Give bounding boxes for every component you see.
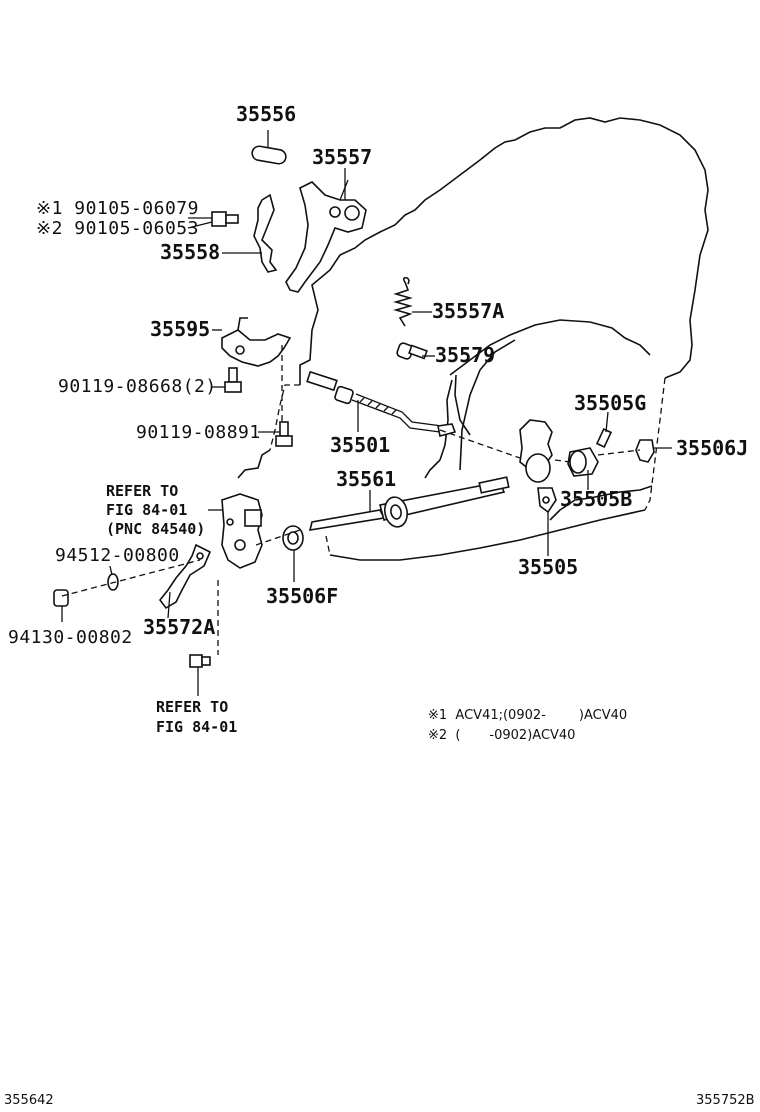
part-35506J-clip-shape [635, 439, 655, 463]
part-35505G-pin-shape [595, 427, 613, 449]
part-90119-08891-bolt-shape [275, 421, 293, 447]
part-90119-08668-bolt-shape [224, 367, 242, 393]
part-35501-rod-shape [306, 370, 457, 437]
label-35595: 35595 [150, 317, 210, 341]
refer-to-pnc-label: (PNC 84540) [106, 520, 205, 538]
applicability-note-1: ※1 ACV41;(0902- )ACV40 [428, 708, 627, 723]
label-90119-08891: 90119-08891 [136, 422, 261, 443]
part-35506F-seal-shape [282, 525, 304, 551]
refer-to-label-2: REFER TO [156, 698, 228, 716]
label-35505B: 35505B [560, 487, 632, 511]
part-90105-bolt-shape [211, 211, 239, 227]
label-90119-08668: 90119-08668(2) [58, 376, 217, 397]
refer-to-label-1: REFER TO [106, 482, 178, 500]
part-35556-pin-shape [251, 145, 287, 165]
label-94130-00802: 94130-00802 [8, 627, 133, 648]
part-94130-00802-nut-shape [53, 589, 69, 607]
part-35505-lever-shape [519, 419, 557, 514]
part-35505B-sleeve-shape [567, 447, 599, 477]
transmission-case-outline [237, 117, 709, 561]
part-35561-shaft-shape [308, 476, 510, 531]
label-35561: 35561 [336, 467, 396, 491]
label-35557A: 35557A [432, 299, 504, 323]
part-94512-00800-washer-shape [107, 573, 119, 591]
refer-to-fig-label-1: FIG 84-01 [106, 501, 187, 519]
label-35501: 35501 [330, 433, 390, 457]
part-35579-bolt-shape [396, 342, 428, 360]
part-35595-bracket-shape [221, 317, 292, 367]
label-35557: 35557 [312, 145, 372, 169]
part-35557-lever-shape [285, 179, 367, 293]
leader-lines [61, 130, 672, 696]
part-35558-spring-shape [253, 193, 278, 273]
refer-to-fig-label-2: FIG 84-01 [156, 718, 237, 736]
label-35506J: 35506J [676, 436, 748, 460]
neutral-switch-shape [221, 493, 263, 569]
label-35505: 35505 [518, 555, 578, 579]
applicability-note-2: ※2 ( -0902)ACV40 [428, 728, 575, 743]
assembly-dash-lines [61, 345, 641, 655]
label-90105-06079: ※1 90105-06079 [36, 198, 199, 219]
footer-code-right: 355752B [696, 1093, 755, 1108]
part-35557A-spring-shape [393, 276, 413, 327]
label-94512-00800: 94512-00800 [55, 545, 180, 566]
label-35579: 35579 [435, 343, 495, 367]
footer-code-left: 355642 [4, 1093, 54, 1108]
label-35556: 35556 [236, 102, 296, 126]
label-90105-06053: ※2 90105-06053 [36, 218, 199, 239]
label-35558: 35558 [160, 240, 220, 264]
label-35572A: 35572A [143, 615, 215, 639]
label-35506F: 35506F [266, 584, 338, 608]
bottom-bolt-shape [189, 654, 211, 668]
label-35505G: 35505G [574, 391, 646, 415]
